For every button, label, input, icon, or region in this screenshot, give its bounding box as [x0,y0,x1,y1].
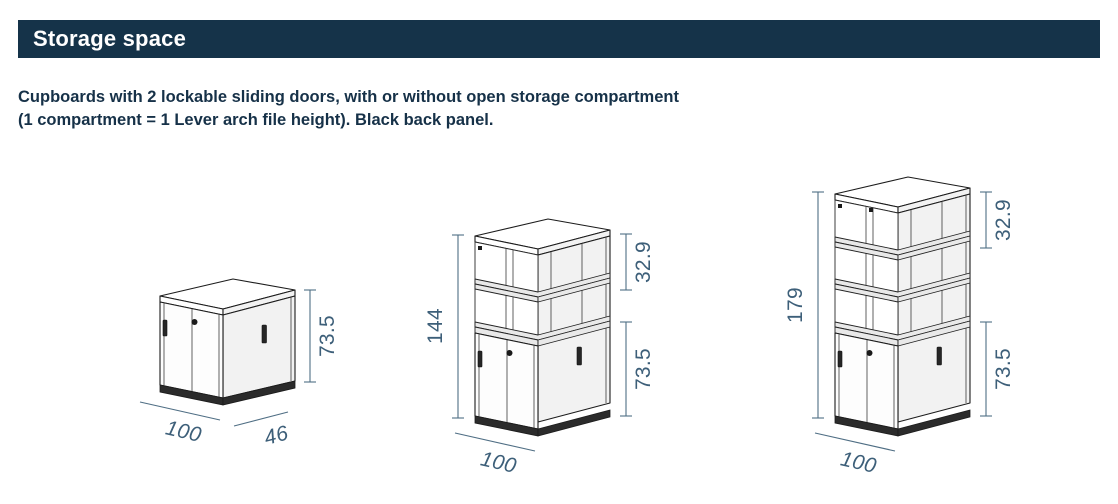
dimension-label-open-height: 32.9 [992,199,1015,241]
dimension-width: 100 [454,432,536,478]
figure-cupboard-low: 73.5 100 46 [120,150,380,504]
dimension-label-width: 100 [838,447,878,477]
dimension-door-height: 73.5 [620,321,655,417]
cabinet-body-tall [834,176,971,437]
dimension-label-door-height: 73.5 [316,315,339,357]
dimension-label-width: 100 [163,416,203,446]
dimension-label-door-height: 73.5 [632,348,655,390]
section-header-bar: Storage space [18,20,1100,58]
dimension-label-door-height: 73.5 [992,348,1015,390]
figures-container: 73.5 100 46 [0,150,1118,504]
page-title: Storage space [33,26,187,51]
dimension-door-height: 73.5 [304,289,339,383]
dimension-door-height: 73.5 [980,321,1015,417]
dimension-open-height: 32.9 [980,191,1015,249]
dimension-open-height: 32.9 [620,233,655,291]
dimension-total-height: 144 [424,234,464,419]
dimension-label-open-height: 32.9 [632,241,655,283]
figure-cupboard-tall: 179 32.9 73.5 [780,150,1080,504]
dimension-label-width: 100 [478,447,518,477]
cabinet-body-low [159,278,296,406]
dimension-width: 100 [139,401,221,447]
dimension-label-total-height: 179 [784,287,807,323]
intro-description: Cupboards with 2 lockable sliding doors,… [18,88,679,129]
dimension-width: 100 [814,432,896,478]
dimension-depth: 46 [233,411,291,450]
dimension-total-height: 179 [784,191,824,419]
figure-cupboard-medium: 144 32.9 73.5 [424,150,710,504]
cabinet-body-medium [474,218,611,437]
dimension-label-total-height: 144 [424,308,447,344]
dimension-label-depth: 46 [262,422,291,450]
